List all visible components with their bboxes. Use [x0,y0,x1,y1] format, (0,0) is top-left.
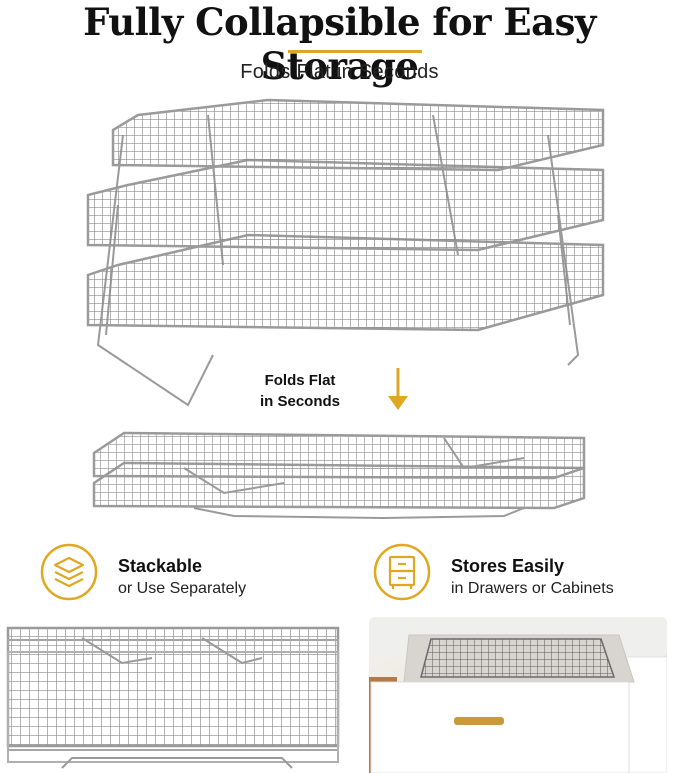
down-arrow-icon [388,368,408,410]
feature-storage-subtitle: in Drawers or Cabinets [451,580,614,597]
fold-caption: Folds Flat in Seconds [240,370,360,412]
drawer-cabinet-icon [373,543,431,601]
feature-stackable-title: Stackable [118,556,203,576]
rack-middle [86,158,605,252]
fold-caption-line2: in Seconds [259,393,341,410]
folded-flat-racks [92,431,586,520]
title-underline [288,50,422,53]
feature-stackable-subtitle: or Use Separately [118,580,247,597]
page-subtitle: Folds Flat in Seconds [240,61,439,83]
stacked-racks-photo [6,626,340,769]
drawer-storage-photo [369,617,667,773]
stack-layers-icon [40,543,98,601]
rack-top [111,98,605,172]
fold-caption-line1: Folds Flat [264,372,336,389]
stacked-cooling-racks [86,98,605,407]
feature-storage-title: Stores Easily [451,556,565,576]
